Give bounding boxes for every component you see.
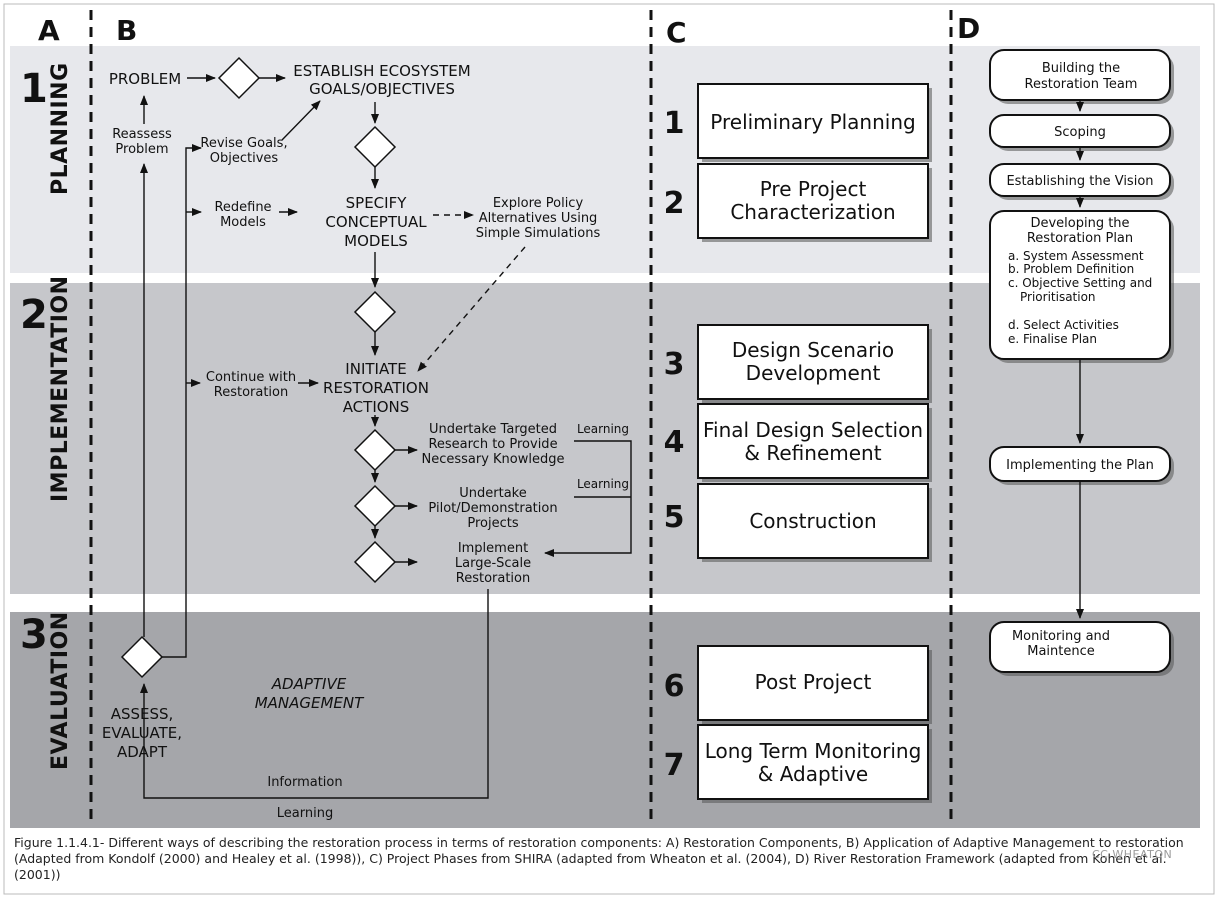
column-label-a: A: [38, 14, 60, 47]
framework-monitoring-label: Maintence: [1027, 644, 1095, 659]
phase-box-4: [697, 403, 929, 479]
framework-vision-label: Establishing the Vision: [1006, 174, 1153, 189]
revise-goals-label: Objectives: [210, 151, 279, 166]
phase-box-5: [697, 483, 929, 559]
framework-plan-item: Prioritisation: [1020, 290, 1096, 304]
assess-evaluate-adapt-label: ADAPT: [117, 743, 168, 761]
large-scale-restoration-label: Large-Scale: [455, 556, 531, 571]
column-label-d: D: [957, 12, 980, 45]
framework-box-monitoring: [989, 621, 1171, 673]
assess-evaluate-adapt-label: EVALUATE,: [102, 724, 182, 742]
targeted-research-label: Research to Provide: [428, 437, 557, 452]
adaptive-management-label: MANAGEMENT: [255, 694, 365, 712]
phase-label: Final Design Selection: [703, 418, 923, 442]
framework-plan-item: b. Problem Definition: [1008, 262, 1134, 276]
problem-label: PROBLEM: [109, 70, 181, 88]
framework-team-label: Restoration Team: [1025, 77, 1138, 92]
phase-box-3: [697, 324, 929, 400]
reassess-problem-label: Reassess: [112, 127, 172, 142]
phase-name-evaluation: EVALUATION: [48, 611, 73, 770]
framework-plan-item: a. System Assessment: [1008, 249, 1144, 263]
restoration-framework: Building the Restoration Team Scoping Es…: [989, 49, 1174, 676]
learning-label: Learning: [577, 422, 629, 436]
phase-number: 1: [664, 106, 685, 141]
initiate-actions-label: RESTORATION: [323, 379, 429, 397]
specify-models-label: SPECIFY: [346, 194, 408, 212]
phase-box-2: [697, 163, 929, 239]
phase-box-6: [697, 645, 929, 721]
decision-diamond: [217, 56, 261, 100]
phase-label: Long Term Monitoring: [705, 739, 922, 763]
reassess-problem-label: Problem: [115, 142, 168, 157]
explore-policy-label: Alternatives Using: [479, 211, 598, 226]
phase-number: 4: [664, 425, 685, 460]
phase-number: 6: [664, 669, 685, 704]
phase-label: & Refinement: [744, 441, 881, 465]
learning-label: Learning: [577, 477, 629, 491]
redefine-models-label: Redefine: [214, 200, 271, 215]
assess-evaluate-adapt-label: ASSESS,: [111, 705, 174, 723]
decision-diamond: [353, 540, 397, 584]
project-phases: 1 2 3 4 5 6 7 Preliminary Planning Pre P…: [664, 83, 932, 803]
phase-name-planning: PLANNING: [48, 62, 73, 195]
establish-goals-label: GOALS/OBJECTIVES: [309, 80, 455, 98]
learning-bottom-label: Learning: [277, 806, 333, 821]
phase-number-implementation: 2: [20, 292, 48, 338]
phase-number: 5: [664, 500, 685, 535]
phase-label: Development: [746, 361, 881, 385]
specify-models-label: MODELS: [344, 232, 408, 250]
framework-plan-item: e. Finalise Plan: [1008, 332, 1097, 346]
phase-number-planning: 1: [20, 66, 48, 112]
column-dividers: [89, 10, 953, 826]
framework-scoping-label: Scoping: [1054, 125, 1106, 140]
initiate-actions-label: INITIATE: [345, 360, 406, 378]
figure-caption: Figure 1.1.4.1- Different ways of descri…: [14, 835, 1184, 882]
phase-label: Characterization: [730, 200, 895, 224]
phase-label: Post Project: [755, 670, 872, 694]
watermark: CC WHEATON: [1092, 848, 1173, 861]
phase-number-evaluation: 3: [20, 612, 48, 658]
framework-plan-title: Restoration Plan: [1027, 231, 1133, 246]
phase-label: Design Scenario: [732, 338, 894, 362]
phase-box-7: [697, 724, 929, 800]
large-scale-restoration-label: Restoration: [456, 571, 530, 586]
phase-label: & Adaptive: [758, 762, 868, 786]
targeted-research-label: Necessary Knowledge: [421, 452, 564, 467]
framework-plan-item: d. Select Activities: [1008, 318, 1119, 332]
column-label-c: C: [666, 16, 687, 49]
redefine-models-label: Models: [220, 215, 266, 230]
continue-restoration-label: Restoration: [214, 385, 288, 400]
framework-plan-title: Developing the: [1030, 216, 1129, 231]
pilot-projects-label: Pilot/Demonstration: [428, 501, 557, 516]
phase-label: Construction: [749, 509, 876, 533]
explore-policy-label: Simple Simulations: [476, 226, 601, 241]
specify-models-label: CONCEPTUAL: [325, 213, 427, 231]
column-label-b: B: [116, 14, 137, 47]
pilot-projects-label: Projects: [467, 516, 518, 531]
framework-team-label: Building the: [1042, 61, 1120, 76]
information-label: Information: [267, 775, 342, 790]
phase-box-1: [697, 83, 929, 159]
phase-name-implementation: IMPLEMENTATION: [48, 275, 73, 502]
decision-diamond: [120, 635, 164, 679]
explore-policy-label: Explore Policy: [493, 196, 584, 211]
revise-goals-label: Revise Goals,: [200, 136, 287, 151]
phase-label: Pre Project: [760, 177, 867, 201]
adaptive-management-label: ADAPTIVE: [271, 675, 347, 693]
framework-plan-item: c. Objective Setting and: [1008, 276, 1152, 290]
large-scale-restoration-label: Implement: [458, 541, 528, 556]
framework-monitoring-label: Monitoring and: [1012, 629, 1110, 644]
phase-number: 7: [664, 748, 685, 783]
establish-goals-label: ESTABLISH ECOSYSTEM: [293, 62, 470, 80]
continue-restoration-label: Continue with: [206, 370, 296, 385]
pilot-projects-label: Undertake: [459, 486, 526, 501]
initiate-actions-label: ACTIONS: [343, 398, 410, 416]
phase-number: 3: [664, 347, 685, 382]
targeted-research-label: Undertake Targeted: [429, 422, 557, 437]
phase-number: 2: [664, 186, 685, 221]
adaptive-management-flow: PROBLEM ESTABLISH ECOSYSTEM GOALS/OBJECT…: [102, 56, 632, 821]
phase-label: Preliminary Planning: [710, 110, 915, 134]
framework-implementing-label: Implementing the Plan: [1006, 458, 1154, 473]
